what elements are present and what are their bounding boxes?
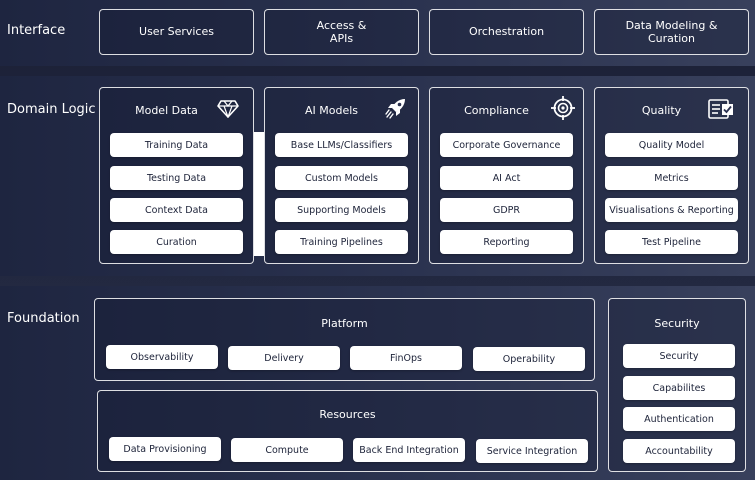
pill-gdpr: GDPR [440, 198, 573, 222]
pill-custom-models: Custom Models [275, 166, 408, 190]
domain-ai-models-title: AI Models [304, 104, 359, 117]
pill-corporate-governance: Corporate Governance [440, 133, 573, 157]
pill-authentication: Authentication [623, 407, 735, 431]
pill-observability: Observability [106, 345, 218, 369]
pill-service-integration: Service Integration [476, 439, 588, 463]
checklist-icon [708, 99, 733, 119]
platform-title: Platform [321, 317, 368, 330]
pill-visualisations-reporting: Visualisations & Reporting [605, 198, 738, 222]
foundation-security: Security Security Capabilites Authentica… [608, 298, 746, 472]
pill-compute: Compute [231, 438, 343, 462]
resources-title: Resources [319, 408, 376, 421]
pill-accountability: Accountability [623, 439, 735, 463]
pill-data-provisioning: Data Provisioning [109, 437, 221, 461]
pill-capabilites: Capabilites [623, 376, 735, 400]
pill-training-data: Training Data [110, 133, 243, 157]
pill-training-pipelines: Training Pipelines [275, 230, 408, 254]
pill-metrics: Metrics [605, 166, 738, 190]
pill-operability: Operability [473, 347, 585, 371]
pill-supporting-models: Supporting Models [275, 198, 408, 222]
pill-back-end-integration: Back End Integration [353, 438, 465, 462]
interface-data-modeling: Data Modeling & Curation [594, 9, 749, 55]
domain-compliance-title: Compliance [464, 104, 529, 117]
pill-quality-model: Quality Model [605, 133, 738, 157]
pill-context-data: Context Data [110, 198, 243, 222]
interface-orchestration: Orchestration [429, 9, 584, 55]
pill-testing-data: Testing Data [110, 166, 243, 190]
domain-layer-label: Domain Logic [7, 102, 96, 117]
pill-reporting: Reporting [440, 230, 573, 254]
interface-band [0, 0, 755, 66]
domain-quality: Quality Quality Model Metrics Visualisat… [594, 87, 749, 264]
foundation-layer-label: Foundation [7, 311, 80, 326]
foundation-resources: Resources Data Provisioning Compute Back… [97, 390, 598, 472]
interface-layer-label: Interface [7, 23, 66, 38]
domain-model-data: Model Data Training Data Testing Data Co… [99, 87, 254, 264]
pill-security: Security [623, 344, 735, 368]
target-icon [551, 96, 575, 120]
interface-access-apis: Access & APIs [264, 9, 419, 55]
security-title: Security [654, 317, 700, 330]
domain-quality-title: Quality [641, 104, 682, 117]
pill-ai-act: AI Act [440, 166, 573, 190]
interface-user-services: User Services [99, 9, 254, 55]
rocket-icon [385, 99, 405, 119]
pill-test-pipeline: Test Pipeline [605, 230, 738, 254]
pill-finops: FinOps [350, 346, 462, 370]
pill-delivery: Delivery [228, 346, 340, 370]
pill-curation: Curation [110, 230, 243, 254]
domain-ai-models: AI Models Base LLMs/Classifiers Custom M… [264, 87, 419, 264]
diamond-icon [217, 100, 239, 118]
foundation-platform: Platform Observability Delivery FinOps O… [94, 298, 595, 381]
connector-bar [254, 132, 264, 256]
domain-compliance: Compliance Corporate Governance AI Act G… [429, 87, 584, 264]
pill-base-llms: Base LLMs/Classifiers [275, 133, 408, 157]
domain-model-data-title: Model Data [135, 104, 198, 117]
